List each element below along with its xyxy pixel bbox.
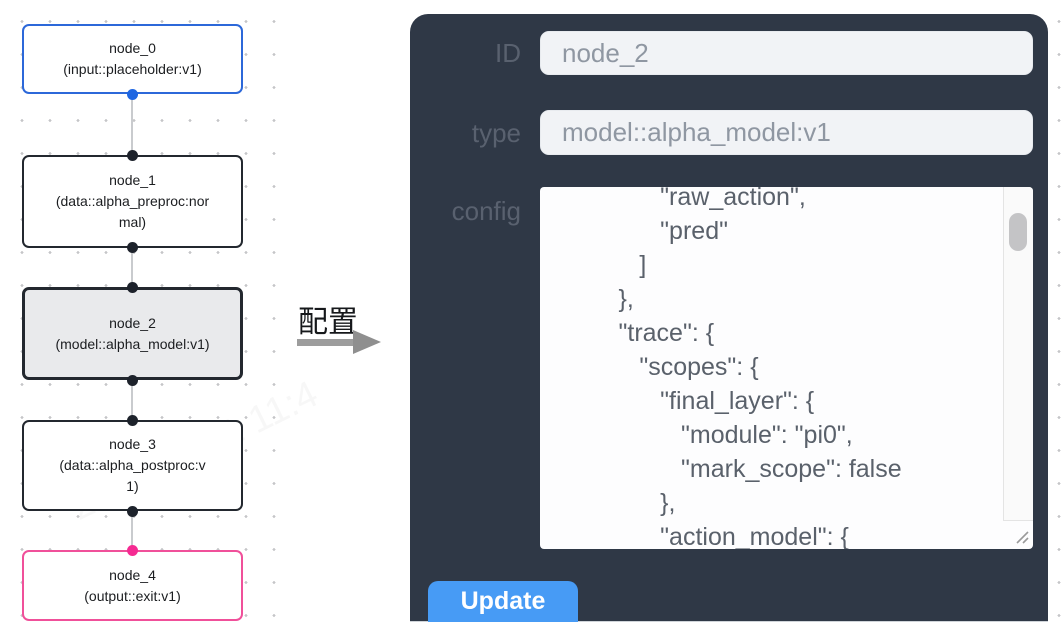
node-node_1[interactable]: node_1 (data::alpha_preproc:normal): [22, 155, 243, 248]
arrow-right-icon: [353, 330, 381, 354]
type-input[interactable]: [540, 110, 1033, 155]
edge-node1-node2: [131, 247, 133, 288]
node-node_4[interactable]: node_4 (output::exit:v1): [22, 550, 243, 621]
node-port[interactable]: [127, 545, 138, 556]
update-button[interactable]: Update: [428, 581, 578, 622]
node-title: node_3: [109, 436, 156, 452]
node-subtitle: (output::exit:v1): [84, 587, 181, 604]
node-title: node_4: [109, 566, 156, 583]
node-port[interactable]: [127, 415, 138, 426]
node-subtitle: (input::placeholder:v1): [63, 61, 202, 77]
scrollbar-thumb[interactable]: [1009, 213, 1027, 251]
config-json-text[interactable]: "raw_action", "pred" ] }, "trace": { "sc…: [618, 187, 902, 549]
edge-node2-node3: [131, 380, 133, 421]
node-port[interactable]: [127, 506, 138, 517]
config-textarea[interactable]: "raw_action", "pred" ] }, "trace": { "sc…: [540, 187, 1033, 549]
node-title: node_1: [109, 172, 156, 188]
type-label: type: [471, 118, 521, 148]
node-port[interactable]: [127, 375, 138, 386]
node-node_2-selected[interactable]: node_2 (model::alpha_model:v1): [22, 287, 243, 380]
node-subtitle: (data::alpha_postproc:v1): [59, 457, 206, 494]
node-port[interactable]: [127, 89, 138, 100]
edge-node3-node4: [131, 511, 133, 551]
resize-handle-icon[interactable]: [1013, 528, 1031, 546]
node-port[interactable]: [127, 150, 138, 161]
config-panel: ID type config "raw_action", "pred" ] },…: [410, 14, 1048, 622]
configure-arrow-label: 配置: [298, 306, 358, 339]
node-subtitle: (model::alpha_model:v1): [55, 335, 210, 352]
arrow-shaft: [297, 339, 355, 346]
edge-node0-node1: [131, 94, 133, 156]
config-label: config: [451, 196, 521, 226]
node-port[interactable]: [127, 282, 138, 293]
node-title: node_2: [109, 314, 156, 331]
node-node_0[interactable]: node_0 (input::placeholder:v1): [22, 24, 243, 94]
node-subtitle: (data::alpha_preproc:normal): [55, 193, 210, 230]
id-label: ID: [495, 38, 521, 68]
node-title: node_0: [109, 40, 156, 56]
id-input[interactable]: [540, 31, 1033, 75]
node-port[interactable]: [127, 242, 138, 253]
scrollbar-track[interactable]: [1003, 187, 1033, 521]
node-node_3[interactable]: node_3 (data::alpha_postproc:v1): [22, 420, 243, 511]
